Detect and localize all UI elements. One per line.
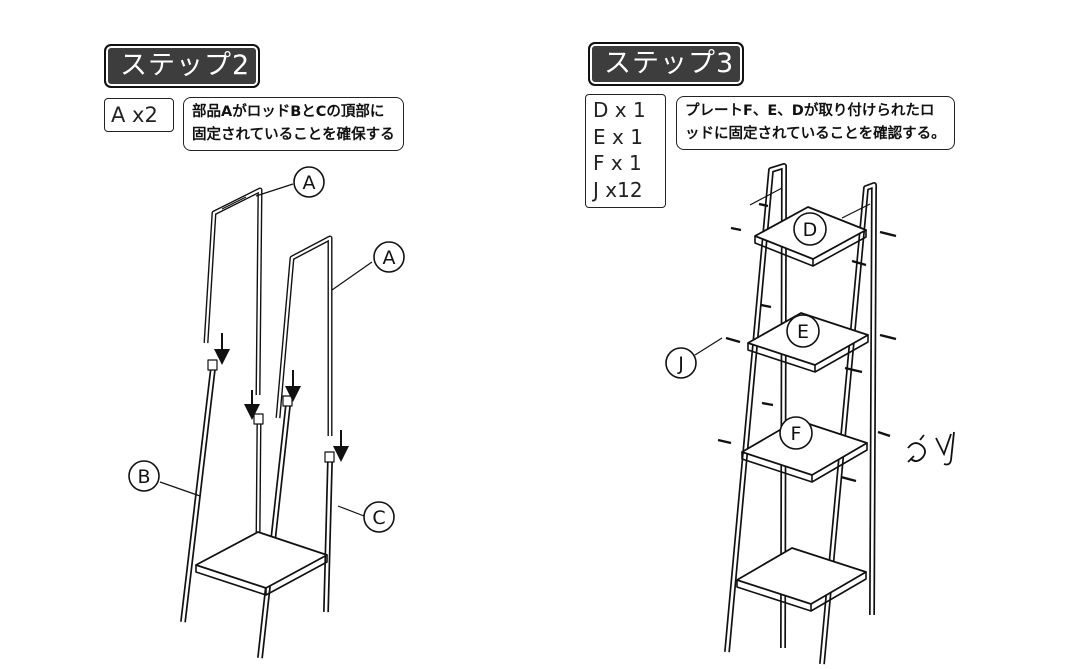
step3-diagram bbox=[694, 163, 897, 665]
rod-c bbox=[323, 451, 335, 613]
callout-a-right: A bbox=[373, 241, 405, 273]
screws-j bbox=[717, 202, 897, 483]
quantity-a: A x2 bbox=[111, 103, 158, 127]
step2-note-line-2: 固定されていることを確保する bbox=[192, 127, 395, 143]
callout-c: C bbox=[363, 501, 395, 533]
quantity-j: J x12 bbox=[593, 177, 643, 202]
label-a-right: A bbox=[383, 247, 396, 269]
label-d: D bbox=[803, 219, 818, 241]
step3-instruction-note: プレートF、E、Dが取り付けられたロ ッドに固定されていることを確認する。 bbox=[676, 96, 955, 150]
quantity-d: D x 1 bbox=[593, 98, 646, 122]
step3-quantity-box: D x 1 E x 1 F x 1 J x12 bbox=[585, 94, 666, 208]
shelf-f bbox=[741, 419, 868, 483]
rod-back bbox=[253, 413, 264, 541]
label-a-top: A bbox=[303, 172, 316, 194]
step2-diagram bbox=[159, 183, 373, 659]
part-a-right-frame bbox=[275, 235, 333, 436]
step3-title: ステップ3 bbox=[588, 42, 744, 86]
part-a-left-frame bbox=[203, 187, 263, 396]
callout-b: B bbox=[128, 460, 160, 492]
bottom-shelf bbox=[195, 531, 328, 596]
step3-note-line-2: ッドに固定されていることを確認する。 bbox=[685, 126, 946, 142]
label-j: J bbox=[677, 353, 684, 375]
callout-f: F bbox=[779, 416, 813, 450]
step2-quantity-box: A x2 bbox=[104, 98, 174, 132]
callout-d: D bbox=[793, 212, 827, 246]
rod-b bbox=[180, 359, 218, 623]
quantity-f: F x 1 bbox=[593, 151, 642, 175]
callout-a-top: A bbox=[293, 166, 325, 198]
left-ladder-frame bbox=[724, 163, 787, 653]
step2-note-line-1: 部品AがロッドBとCの頂部に bbox=[192, 104, 385, 120]
rod-front bbox=[257, 395, 293, 659]
quantity-e: E x 1 bbox=[593, 124, 643, 149]
label-e: E bbox=[797, 321, 809, 343]
allen-key-icon bbox=[907, 431, 955, 466]
step2-title: ステップ2 bbox=[104, 44, 260, 88]
step3-note-line-1: プレートF、E、Dが取り付けられたロ bbox=[685, 103, 935, 119]
label-c: C bbox=[372, 507, 385, 529]
right-ladder-frame bbox=[819, 182, 877, 665]
step2-instruction-note: 部品AがロッドBとCの頂部に 固定されていることを確保する bbox=[183, 97, 404, 151]
label-f: F bbox=[791, 423, 802, 445]
callout-j: J bbox=[665, 347, 697, 379]
label-b: B bbox=[137, 466, 150, 488]
callout-e: E bbox=[786, 314, 820, 348]
shelf-bottom bbox=[736, 547, 867, 612]
